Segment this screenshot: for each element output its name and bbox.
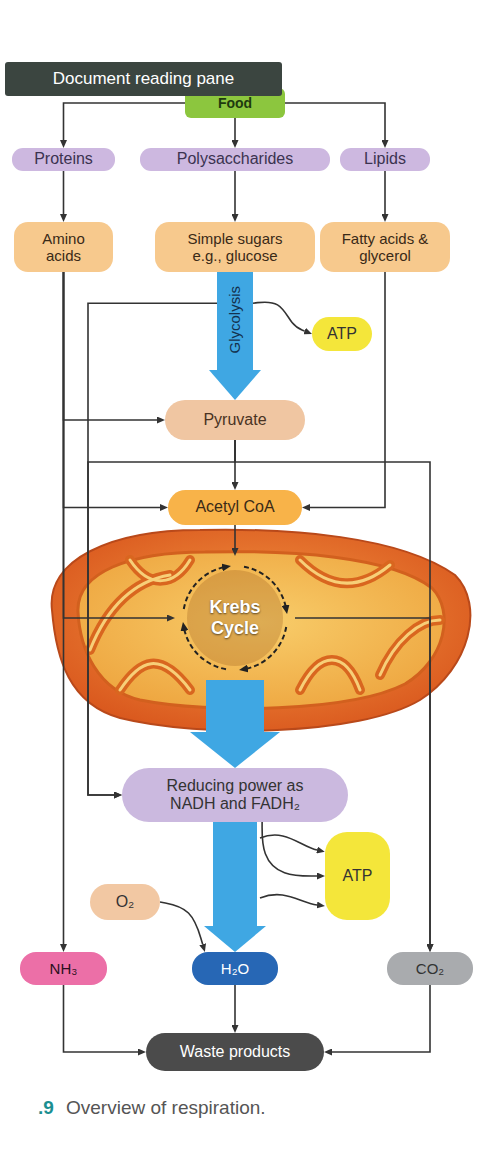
product-badge: CO₂ <box>387 952 473 985</box>
atp-coil <box>260 835 317 905</box>
crista <box>120 664 190 690</box>
flow-band-arrow <box>206 680 264 732</box>
coil-arrow <box>260 835 317 850</box>
product-badge: NH₃ <box>20 952 107 985</box>
reducing-power-box: Reducing power as NADH and FADH₂ <box>122 768 348 822</box>
crista <box>90 575 170 650</box>
node-text: Waste products <box>180 1043 291 1061</box>
macromolecule-box: Proteins <box>12 148 115 171</box>
cristae-highlight <box>90 560 440 690</box>
macromolecule-box: Polysaccharides <box>140 148 330 171</box>
flow-arrow <box>88 303 217 795</box>
crista <box>300 660 360 690</box>
flow-arrow <box>64 985 139 1052</box>
flow-arrow <box>234 118 236 140</box>
flow-arrow <box>64 272 168 618</box>
figure-caption: Overview of respiration. <box>66 1097 266 1119</box>
atp-badge: ATP <box>312 317 372 351</box>
crista <box>300 560 390 583</box>
flow-arrow <box>310 272 385 508</box>
coil-arrow <box>260 895 317 905</box>
monomer-box: Amino acids <box>14 222 113 272</box>
flow-arrow <box>160 902 203 944</box>
crista <box>120 664 190 690</box>
product-badge: H₂O <box>192 952 278 985</box>
crista <box>300 660 360 690</box>
monomer-box: Fatty acids & glycerol <box>320 222 450 272</box>
node-text: Fatty acids & glycerol <box>330 230 440 265</box>
flow-arrow <box>64 103 186 140</box>
flow-arrow <box>332 985 430 1052</box>
flow-arrow <box>234 985 236 1025</box>
node-text: Lipids <box>364 150 406 168</box>
tooltip-label: Document reading pane <box>5 62 282 96</box>
node-text: O₂ <box>116 893 135 911</box>
node-text: Simple sugars e.g., glucose <box>171 230 299 265</box>
crista <box>300 560 390 583</box>
flow-arrow <box>253 302 305 331</box>
node-text: ATP <box>343 867 373 885</box>
krebs-cycle-arrows <box>184 567 286 669</box>
node-text: Polysaccharides <box>177 150 294 168</box>
input-badge: O₂ <box>90 884 160 920</box>
crista <box>380 620 440 675</box>
node-text: Pyruvate <box>203 411 266 429</box>
node-text: H₂O <box>221 960 249 977</box>
flow-arrow <box>285 103 385 140</box>
cristae <box>90 560 440 690</box>
crista <box>130 560 190 581</box>
node-text: Krebs Cycle <box>205 597 265 638</box>
node-text: ATP <box>327 325 357 343</box>
cycle-center <box>187 570 283 666</box>
flow-arrow <box>262 822 317 876</box>
flow-arrow <box>234 171 236 214</box>
metabolite-box: Pyruvate <box>165 400 305 440</box>
waste-box: Waste products <box>146 1033 324 1071</box>
node-text: Glycolysis <box>226 286 243 354</box>
node-text: Acetyl CoA <box>195 498 274 516</box>
node-text: Amino acids <box>26 230 101 265</box>
atp-badge: ATP <box>325 832 390 920</box>
node-text: Reducing power as NADH and FADH₂ <box>152 777 318 814</box>
metabolite-box: Acetyl CoA <box>168 490 302 525</box>
crista <box>380 620 440 675</box>
crista <box>90 575 170 650</box>
cycle-node: Krebs Cycle <box>175 556 295 680</box>
flow-band-arrow <box>213 822 257 926</box>
process-band: Glycolysis <box>217 278 253 362</box>
flow-arrow <box>63 171 65 214</box>
node-text: CO₂ <box>416 960 444 977</box>
flow-arrow <box>234 525 236 548</box>
flow-arrow <box>64 272 161 508</box>
monomer-box: Simple sugars e.g., glucose <box>155 222 315 272</box>
node-text: Proteins <box>34 150 93 168</box>
flow-band-arrow <box>217 362 253 370</box>
flow-arrow <box>384 171 386 214</box>
macromolecule-box: Lipids <box>340 148 430 171</box>
flow-arrow <box>63 272 65 944</box>
node-text: Food <box>218 95 252 111</box>
flow-arrow <box>64 272 158 420</box>
figure-number: .9 <box>38 1097 54 1119</box>
node-text: NH₃ <box>50 960 78 977</box>
